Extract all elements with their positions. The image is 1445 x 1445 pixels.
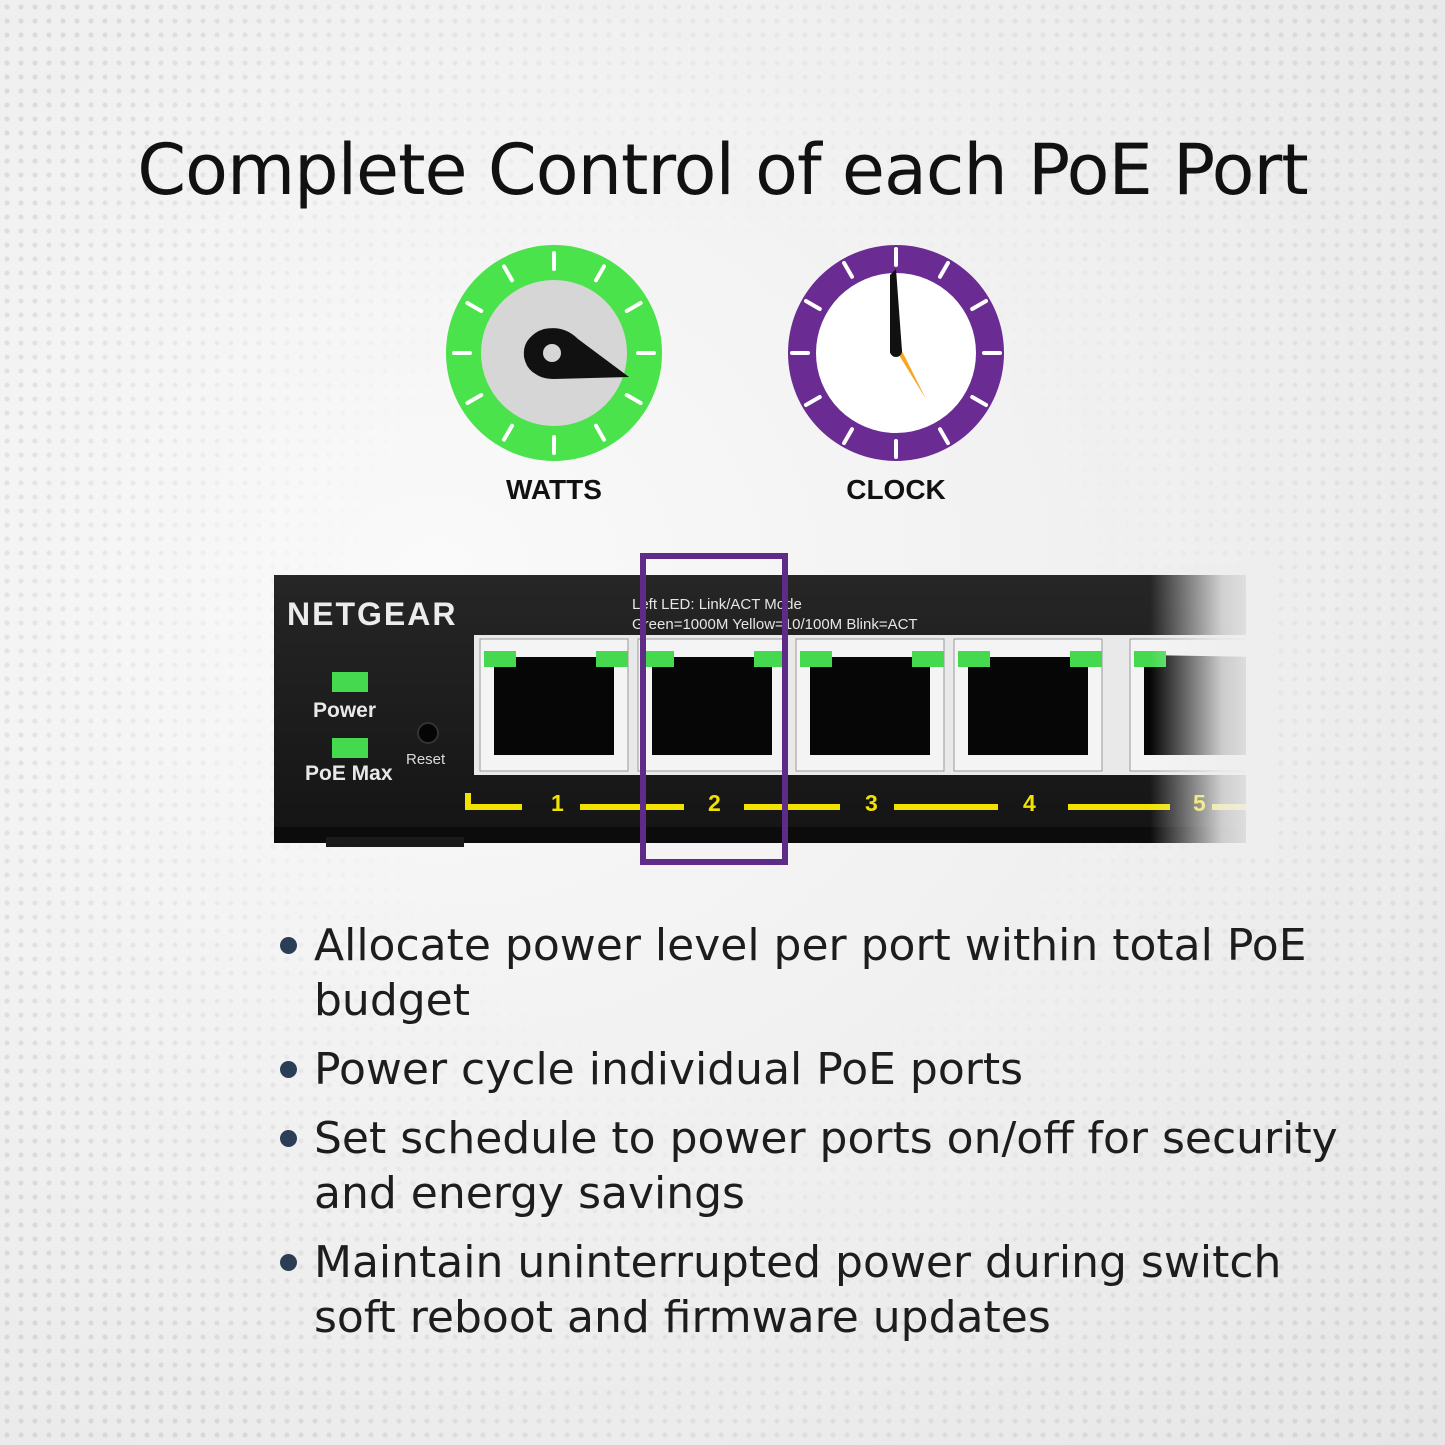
power-led-label: Power (313, 699, 377, 722)
bullet-icon (280, 1061, 297, 1078)
dial-tick (465, 301, 484, 313)
port-led (754, 651, 786, 667)
led-legend-line2: Green=1000M Yellow=10/100M Blink=ACT (632, 616, 918, 633)
bullet-icon (280, 937, 297, 954)
watts-icon (444, 243, 664, 463)
port-led (484, 651, 516, 667)
dial-tick (594, 423, 606, 442)
bullet-icon (280, 1254, 297, 1271)
rj45-jack (810, 657, 930, 755)
feature-list: Allocate power level per port within tot… (278, 918, 1358, 1359)
port-led (958, 651, 990, 667)
dial-tick (803, 395, 822, 407)
dial-tick (624, 393, 643, 405)
port-led (642, 651, 674, 667)
port-number-4: 4 (1023, 790, 1036, 816)
port-led (1070, 651, 1102, 667)
feature-item: Allocate power level per port within tot… (278, 918, 1358, 1028)
feature-item: Maintain uninterrupted power during swit… (278, 1235, 1358, 1345)
port-number-2: 2 (708, 790, 721, 816)
dial-tick (594, 264, 606, 283)
clock-label: CLOCK (846, 474, 946, 505)
port-2-highlight (640, 553, 788, 865)
dial-tick (938, 260, 950, 279)
dial-tick (502, 423, 514, 442)
netgear-logo: NETGEAR (287, 596, 458, 632)
poe-max-led-label: PoE Max (305, 762, 393, 785)
dial-tick (502, 264, 514, 283)
reset-label: Reset (406, 751, 446, 768)
port-led (912, 651, 944, 667)
dial-tick (938, 427, 950, 446)
dial-tick (970, 395, 989, 407)
feature-item: Power cycle individual PoE ports (278, 1042, 1358, 1097)
port-number-3: 3 (865, 790, 878, 816)
dial-tick (970, 299, 989, 311)
rj45-jack (494, 657, 614, 755)
dial-tick (803, 299, 822, 311)
watts-label: WATTS (506, 474, 602, 505)
dial-tick (842, 427, 854, 446)
rj45-jack (652, 657, 772, 755)
clock-icon (786, 243, 1006, 463)
rj45-jack (968, 657, 1088, 755)
led-legend-line1: Left LED: Link/ACT Mode (632, 596, 802, 613)
edge-fade (1150, 565, 1270, 855)
port-number-1: 1 (551, 790, 564, 816)
page-title: Complete Control of each PoE Port (137, 128, 1308, 211)
dial-tick (842, 260, 854, 279)
bullet-icon (280, 1130, 297, 1147)
switch-front-panel (274, 575, 1279, 847)
dial-tick (624, 301, 643, 313)
port-led (596, 651, 628, 667)
port-led (800, 651, 832, 667)
dial-tick (465, 393, 484, 405)
feature-item: Set schedule to power ports on/off for s… (278, 1111, 1358, 1221)
